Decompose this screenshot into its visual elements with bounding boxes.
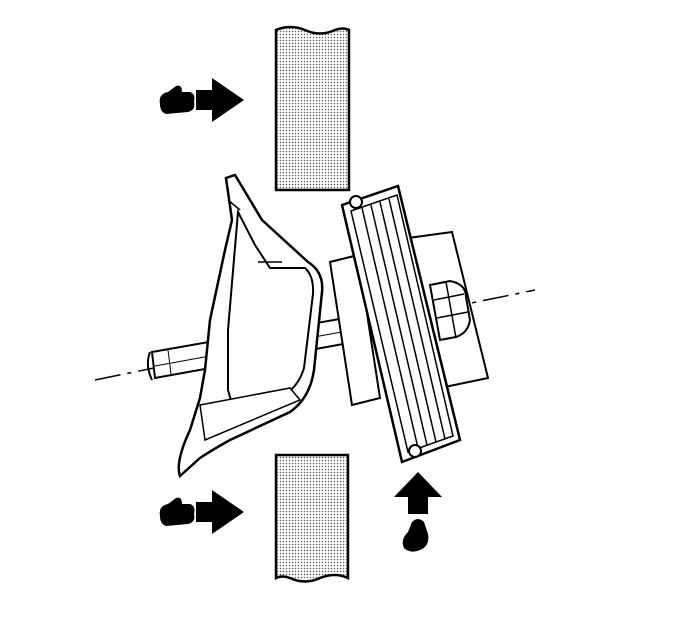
hand-push-icon: [402, 519, 429, 552]
bearing-drum-assembly: [340, 184, 462, 464]
bearing-ball-top: [349, 195, 363, 209]
hub-nut: [428, 279, 472, 342]
arrow-right-icon: [196, 490, 244, 534]
arrow-up-icon: [394, 472, 442, 514]
upper-support-block: [274, 25, 351, 192]
press-indicator-upper: [159, 78, 244, 122]
press-indicator-up: [394, 472, 442, 552]
arrow-right-icon: [196, 78, 244, 122]
hand-push-icon: [159, 85, 195, 114]
press-indicator-lower: [159, 490, 244, 534]
lower-support-block: [274, 453, 350, 583]
bearing-ball-bottom: [408, 444, 422, 458]
hand-push-icon: [159, 497, 195, 526]
press-adapter-tool: [177, 173, 324, 479]
